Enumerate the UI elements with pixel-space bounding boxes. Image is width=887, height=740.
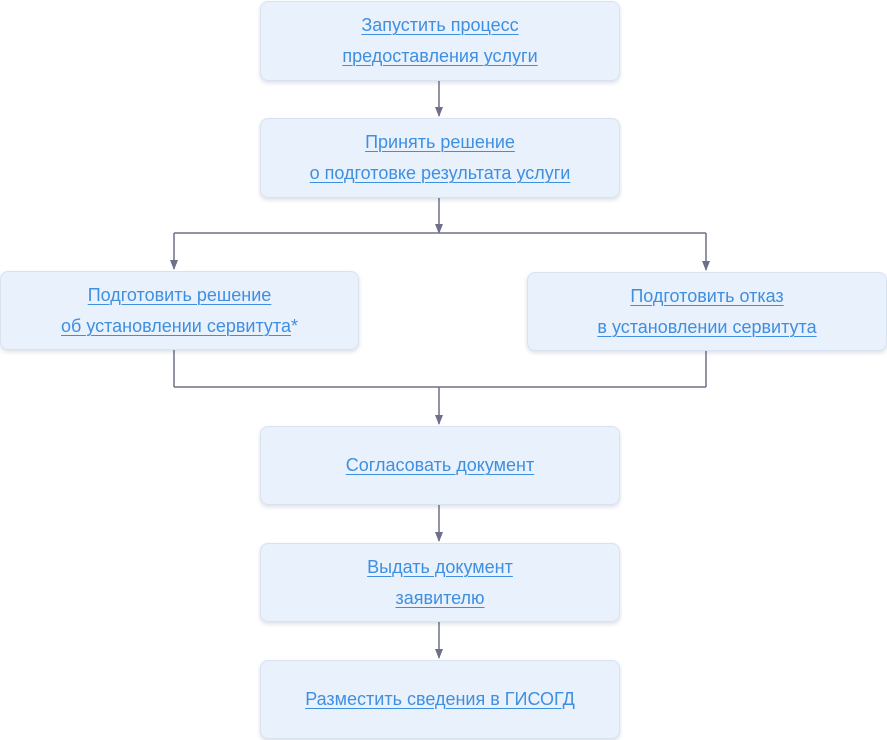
step-decide-line2[interactable]: о подготовке результата услуги xyxy=(309,163,571,183)
step-prepare-refusal-line2[interactable]: в установлении сервитута xyxy=(597,316,817,337)
step-prepare-refusal[interactable]: Подготовить отказ в установлении сервиту… xyxy=(527,272,887,351)
step-prepare-decision-line2-row: об установлении сервитута* xyxy=(61,311,298,342)
step-approve-document[interactable]: Согласовать документ xyxy=(260,426,620,505)
footnote-asterisk: * xyxy=(290,315,298,336)
step-publish-line1[interactable]: Разместить сведения в ГИСОГД xyxy=(305,689,575,709)
step-start-line2[interactable]: предоставления услуги xyxy=(342,46,538,66)
step-issue-line2[interactable]: заявителю xyxy=(395,587,485,608)
step-prepare-decision-line1[interactable]: Подготовить решение xyxy=(87,284,272,305)
step-publish-info[interactable]: Разместить сведения в ГИСОГД xyxy=(260,660,620,739)
step-issue-line1[interactable]: Выдать документ xyxy=(367,556,513,577)
step-prepare-refusal-line1[interactable]: Подготовить отказ xyxy=(630,285,784,306)
step-prepare-decision-line2[interactable]: об установлении сервитута xyxy=(61,315,291,336)
step-issue-document[interactable]: Выдать документ заявителю xyxy=(260,543,620,622)
step-start-process[interactable]: Запустить процесс предоставления услуги xyxy=(260,1,620,81)
step-make-decision[interactable]: Принять решение о подготовке результата … xyxy=(260,118,620,198)
step-start-line1[interactable]: Запустить процесс xyxy=(361,15,519,35)
step-decide-line1[interactable]: Принять решение xyxy=(365,132,515,152)
step-prepare-decision[interactable]: Подготовить решение об установлении серв… xyxy=(0,271,359,350)
step-approve-line1[interactable]: Согласовать документ xyxy=(345,455,535,475)
